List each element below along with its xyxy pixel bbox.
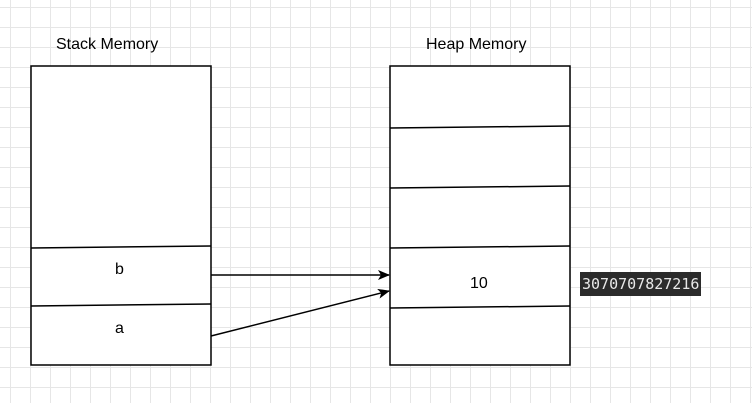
heap-outline (389, 65, 571, 366)
memory-address-label: 3070707827216 (580, 272, 702, 296)
stack-cell-a-label: a (115, 320, 124, 337)
stack-memory-block (30, 65, 212, 366)
heap-memory-title: Heap Memory (426, 36, 527, 53)
stack-outline (30, 65, 212, 366)
stack-memory-title: Stack Memory (56, 36, 159, 53)
stack-divider (30, 303, 212, 307)
stack-divider (30, 245, 212, 249)
heap-divider (389, 245, 571, 249)
stack-cell-b-label: b (115, 261, 124, 278)
heap-divider (389, 305, 571, 309)
heap-divider (389, 185, 571, 189)
heap-memory-block (389, 65, 571, 366)
arrow-a-to-heap (210, 288, 390, 337)
heap-divider (389, 125, 571, 129)
heap-cell-value-label: 10 (470, 275, 488, 292)
